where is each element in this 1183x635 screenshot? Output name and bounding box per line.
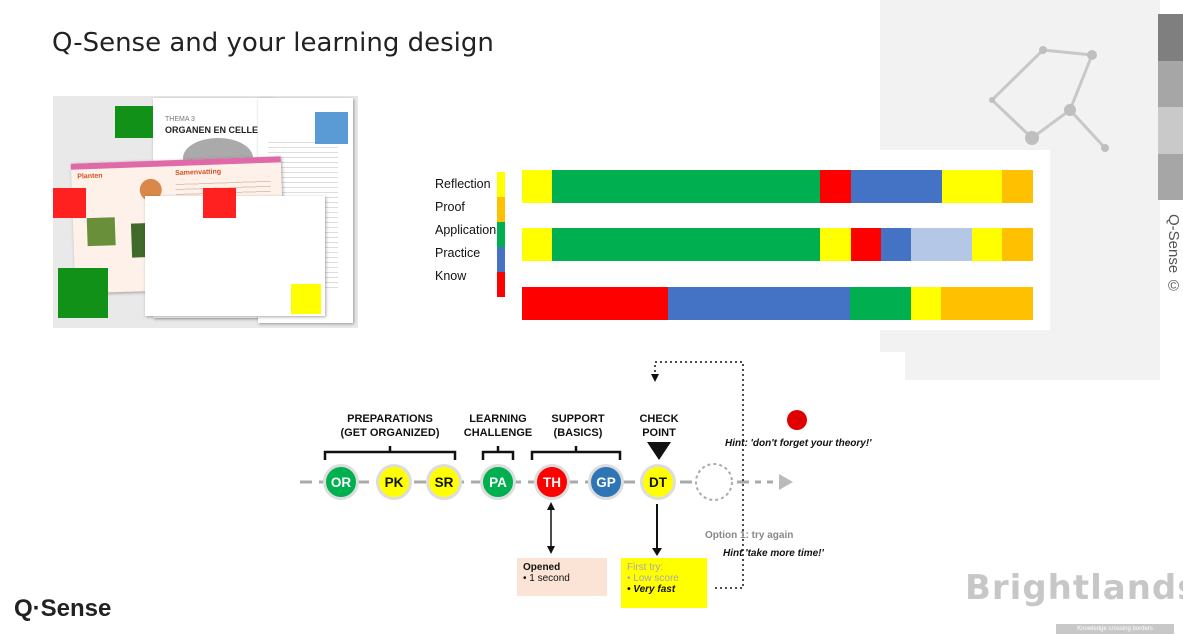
bar-row-2 [522, 228, 1033, 261]
blue-marker-square [315, 112, 348, 144]
node-sr[interactable]: SR [426, 464, 462, 500]
hint-time: Hint 'take more time!' [723, 548, 824, 559]
red-marker-square [53, 188, 86, 218]
legend-reflection: Reflection [435, 177, 491, 191]
node-pa[interactable]: PA [480, 464, 516, 500]
green-marker-square-2 [58, 268, 108, 318]
decorative-strip [1158, 14, 1183, 200]
node-gp[interactable]: GP [588, 464, 624, 500]
slide-title: Q-Sense and your learning design [52, 28, 494, 58]
legend-know: Know [435, 269, 467, 283]
first-try-item-low: Low score [633, 573, 679, 584]
option-try-again: Option 1: try again [705, 530, 794, 541]
header-preparations: PREPARATIONS (GET ORGANIZED) [340, 413, 440, 439]
opened-item: 1 second [529, 573, 570, 584]
qsense-logo: Q·Sense [14, 595, 112, 622]
first-try-box: First try: • Low score • Very fast [621, 558, 707, 608]
brightlands-tagline: Knowledge crossing borders [1056, 624, 1174, 634]
node-pk[interactable]: PK [376, 464, 412, 500]
legend-color-strip [497, 172, 505, 297]
bar-row-3 [522, 287, 1033, 320]
node-or[interactable]: OR [323, 464, 359, 500]
header-learning-challenge: LEARNING CHALLENGE [463, 413, 533, 439]
green-marker-square [115, 106, 153, 138]
learning-design-bars: Reflection Proof Application Practice Kn… [425, 150, 1050, 330]
header-support: SUPPORT (BASICS) [551, 413, 605, 439]
plant-image [86, 217, 116, 247]
first-try-item-fast: Very fast [633, 584, 676, 595]
learning-flow-diagram: PREPARATIONS (GET ORGANIZED) LEARNING CH… [285, 352, 905, 622]
bar-row-1 [522, 170, 1033, 203]
book-chapter: THEMA 3 [165, 116, 195, 123]
textbook-collage: THEMA 3 ORGANEN EN CELLEN Planten Samenv… [53, 96, 358, 328]
book-title: ORGANEN EN CELLEN [165, 125, 265, 135]
hint-theory: Hint: 'don't forget your theory!' [725, 438, 872, 449]
legend-application: Application [435, 223, 497, 237]
book-summary-heading: Samenvatting [175, 168, 222, 178]
node-th[interactable]: TH [534, 464, 570, 500]
node-dt[interactable]: DT [640, 464, 676, 500]
opened-title: Opened [523, 562, 561, 573]
first-try-title: First try: [627, 562, 664, 573]
network-graphic [989, 46, 1109, 152]
yellow-marker-square [291, 284, 321, 314]
opened-box: Opened • 1 second [517, 558, 607, 596]
legend-practice: Practice [435, 246, 481, 260]
header-check-point: CHECK POINT [639, 413, 679, 439]
brightlands-logo: Brightlands [965, 568, 1183, 608]
legend-proof: Proof [435, 200, 465, 214]
flow-lines [300, 361, 807, 589]
red-marker-square-2 [203, 188, 236, 218]
copyright-label: Q-Sense © [1165, 214, 1182, 295]
book-page-heading: Planten [77, 172, 103, 181]
